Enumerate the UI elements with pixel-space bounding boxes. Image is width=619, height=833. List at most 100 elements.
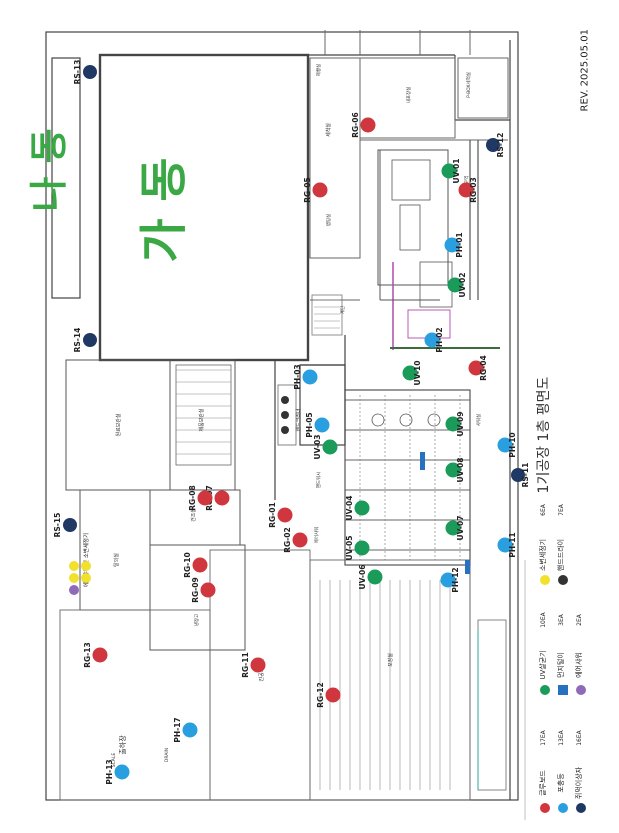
marker-label: RG-06 xyxy=(351,112,360,137)
marker-label: UV-10 xyxy=(413,361,422,386)
ph-marker-icon xyxy=(440,572,456,588)
marker-rg-05: RG-05 xyxy=(303,177,328,203)
marker-uv-04: UV-04 xyxy=(345,496,370,521)
airshower-note: 에어샤워 및 소변세정기 xyxy=(82,533,90,587)
marker-label: RS-13 xyxy=(73,60,82,85)
fixture-circle xyxy=(399,413,413,427)
process-area-outline xyxy=(344,389,471,566)
legend-label: 에어샤워 xyxy=(574,652,583,678)
uv-marker-icon xyxy=(322,439,338,455)
fixture-circle xyxy=(427,413,441,427)
room-loading xyxy=(59,609,211,801)
room-label-shower: 샤워실 xyxy=(475,414,482,426)
room-label-wrap: 랩핑실 xyxy=(325,214,332,226)
marker-ph-11: PH-11 xyxy=(497,532,517,558)
legend-item: 에어샤워 2EA xyxy=(574,613,586,695)
marker-ph-13: PH-13 xyxy=(105,759,130,785)
legend-label: 글루보드 xyxy=(539,770,547,796)
washroom-outline xyxy=(309,57,361,259)
legend-swatch-icon xyxy=(540,575,550,585)
marker-label: RG-10 xyxy=(183,552,192,577)
marker-uv-07: UV-07 xyxy=(445,516,465,541)
legend-label: 핸드드라이 xyxy=(556,539,565,571)
marker-ph-01: PH-01 xyxy=(444,232,464,258)
legend-item: 글루보드 17EA xyxy=(539,729,550,813)
marker-label: RG-13 xyxy=(83,642,92,667)
legend-label: 먼지털이 xyxy=(556,652,565,678)
hand-dryer-dot xyxy=(281,426,289,434)
ph-marker-icon xyxy=(302,369,318,385)
legend-label: 소변세정기 xyxy=(538,539,547,571)
rs-marker-icon xyxy=(486,138,500,152)
marker-label: RG-08 xyxy=(188,485,197,510)
legend-item: 핸드드라이 7EA xyxy=(556,503,568,585)
marker-ph-17: PH-17 xyxy=(173,717,198,743)
marker-label: PH-03 xyxy=(293,364,302,389)
marker-label: RG-03 xyxy=(469,177,478,202)
marker-uv-02: UV-02 xyxy=(447,273,467,297)
rs-marker-icon xyxy=(83,65,97,79)
marker-rg-02: RG-02 xyxy=(283,527,308,553)
room-inner xyxy=(175,364,232,466)
legend-swatch-icon xyxy=(576,685,586,695)
marker-uv-09: UV-09 xyxy=(445,412,465,437)
ph-marker-icon xyxy=(497,537,513,553)
marker-label: PH-01 xyxy=(455,232,464,257)
marker-label: RS-14 xyxy=(73,328,82,353)
marker-label: PH-05 xyxy=(305,412,314,437)
urinal-icon xyxy=(81,561,91,571)
marker-uv-01: UV-01 xyxy=(441,159,461,184)
uv-marker-icon xyxy=(445,520,461,536)
room-label-product-storage: 제품보관실 xyxy=(198,408,205,431)
legend-swatch-icon xyxy=(558,575,568,585)
room-label-changing: 탈의실 xyxy=(113,553,120,567)
ph-marker-icon xyxy=(444,237,460,253)
room-label-stairs: 계단 xyxy=(339,306,346,314)
revision-text: REV. 2025.05.01 xyxy=(579,29,591,112)
legend-count: 17EA xyxy=(540,729,547,745)
process-grid xyxy=(277,335,471,566)
uv-marker-icon xyxy=(402,365,418,381)
marker-label: UV-09 xyxy=(456,412,465,437)
room-label-hand-wash: 핸드크리너 xyxy=(295,408,302,431)
building-a-label: 가 동 xyxy=(136,157,192,262)
room-label-bread: 제빵실 xyxy=(315,64,322,76)
room-label-packing: 포장실 xyxy=(387,653,394,667)
marker-label: UV-01 xyxy=(452,159,461,184)
marker-uv-10: UV-10 xyxy=(402,361,422,386)
marker-rs-15: RS-15 xyxy=(53,513,77,537)
legend-label: 쥐먹이상자 xyxy=(574,766,583,799)
building-b-strip xyxy=(51,57,81,299)
uv-marker-icon xyxy=(354,500,370,516)
marker-ph-05: PH-05 xyxy=(305,412,330,438)
marker-label: UV-04 xyxy=(345,496,354,521)
rg-marker-icon xyxy=(312,182,328,198)
urinal-icon xyxy=(69,573,79,583)
rs-marker-icon xyxy=(83,333,97,347)
dust-trap-icon xyxy=(465,560,470,574)
air-shower-icon xyxy=(69,585,79,595)
marker-rg-11: RG-11 xyxy=(241,652,266,678)
legend-count: 7EA xyxy=(558,503,565,516)
marker-label: UV-03 xyxy=(313,435,322,460)
marker-ph-12: PH-12 xyxy=(440,567,460,593)
marker-uv-05: UV-05 xyxy=(345,536,370,561)
marker-rg-01: RG-01 xyxy=(268,502,293,528)
marker-rg-08: RG-08 xyxy=(188,485,213,511)
left-rooms xyxy=(59,294,507,801)
rg-marker-icon xyxy=(360,117,376,133)
marker-label: UV-07 xyxy=(456,516,465,541)
marker-label: PH-11 xyxy=(508,532,517,557)
marker-uv-08: UV-08 xyxy=(445,458,465,482)
marker-label: UV-05 xyxy=(345,536,354,561)
legend-count: 2EA xyxy=(576,613,583,626)
marker-rg-13: RG-13 xyxy=(83,642,108,668)
room-label-drain: DRAIN xyxy=(164,748,170,762)
room-label-loading: 출하장 xyxy=(118,735,127,755)
room-label-cold: 냉장고 xyxy=(193,614,200,626)
marker-ph-10: PH-10 xyxy=(497,432,517,458)
equipment-layer xyxy=(377,140,500,350)
